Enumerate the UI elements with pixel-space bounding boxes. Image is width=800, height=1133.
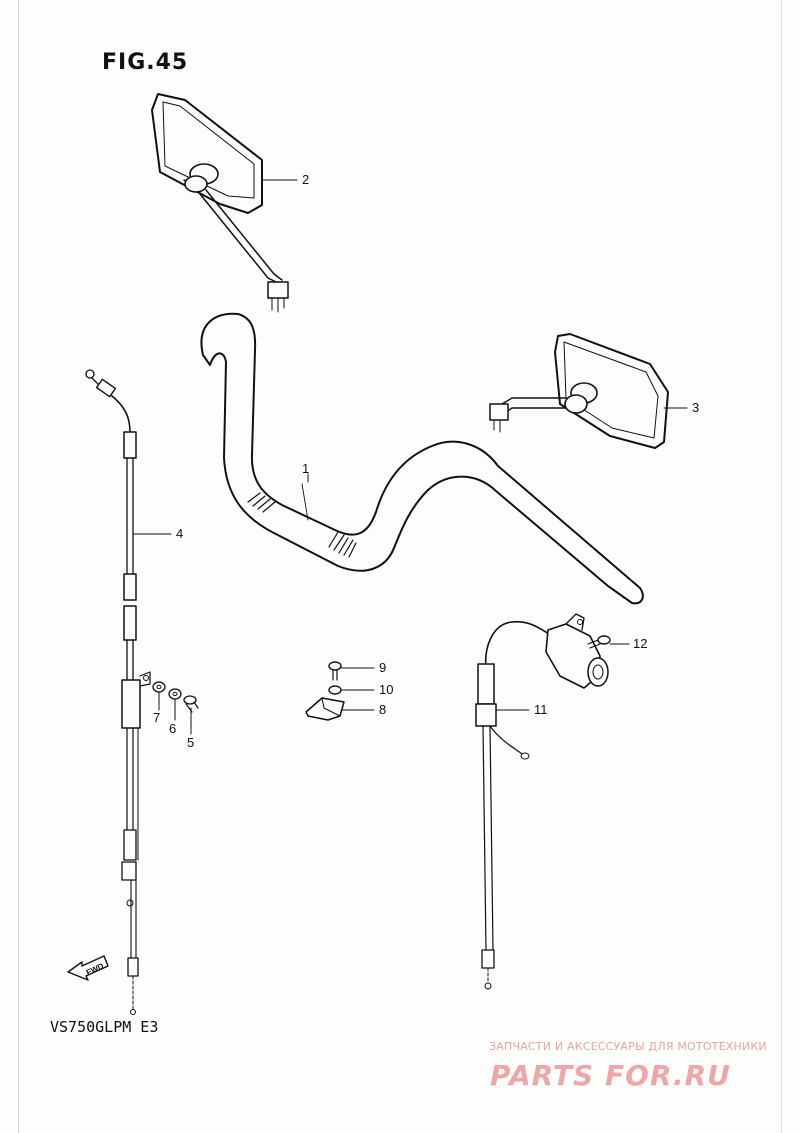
- screw-9: [328, 661, 342, 681]
- fwd-arrow-icon: [67, 955, 109, 981]
- choke-lever-housing: [545, 613, 609, 689]
- callout-7: 7: [153, 710, 161, 725]
- right-mirror: [489, 333, 669, 449]
- control-cable-4: [85, 369, 151, 1015]
- callout-12: 12: [633, 636, 648, 651]
- left-mirror: [151, 93, 289, 313]
- watermark-logo: PARTS FOR.RU: [490, 1060, 731, 1090]
- figure-title: FIG.45: [102, 50, 189, 75]
- callout-3: 3: [692, 400, 700, 415]
- scan-edge-left: [18, 0, 19, 1133]
- screw-12: [587, 635, 611, 649]
- callout-8: 8: [379, 702, 387, 717]
- callout-9: 9: [379, 660, 387, 675]
- handlebar: [200, 312, 644, 605]
- callout-1: 1: [302, 461, 310, 476]
- callout-5: 5: [187, 735, 195, 750]
- model-code: VS750GLPM E3: [50, 1018, 159, 1036]
- callout-11: 11: [534, 702, 548, 717]
- watermark-logo-text: PARTS FOR.RU: [490, 1060, 731, 1090]
- callout-2: 2: [302, 172, 310, 187]
- watermark-caption: ЗАПЧАСТИ И АКСЕССУАРЫ ДЛЯ МОТОТЕХНИКИ: [489, 1040, 767, 1053]
- callout-10: 10: [379, 682, 394, 697]
- washer-7: [152, 681, 166, 693]
- callout-leader-lines: [132, 179, 688, 735]
- washer-6: [168, 688, 182, 700]
- washer-10: [328, 685, 342, 695]
- callout-4: 4: [176, 526, 184, 541]
- callout-6: 6: [169, 721, 177, 736]
- scan-edge-right: [781, 0, 782, 1133]
- clamp-8: [305, 697, 345, 721]
- starter-cable-11: [475, 620, 553, 990]
